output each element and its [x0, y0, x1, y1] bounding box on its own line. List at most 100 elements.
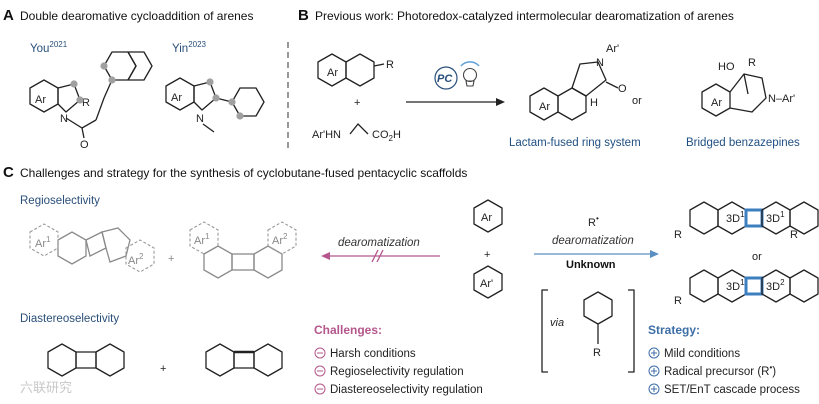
plus-circle-icon — [648, 383, 660, 395]
or-label: or — [632, 95, 642, 107]
product2-label: Bridged benzazepines — [686, 137, 800, 149]
ho-label: HO — [718, 61, 735, 73]
benzene-ring — [57, 231, 87, 265]
benzene-ring — [231, 87, 265, 117]
panel-c-letter: C — [3, 164, 14, 181]
plus-sign: + — [484, 249, 490, 261]
reactive-site-dot — [236, 112, 244, 120]
diastereomer-2 — [205, 343, 283, 377]
dashed-arene-ring — [29, 223, 59, 257]
n-label: N — [596, 57, 604, 69]
bond — [95, 97, 105, 121]
bond — [202, 123, 215, 133]
amino-acid-reactant: Ar'HN CO2H — [312, 123, 401, 143]
3d1-label: 3D1 — [726, 210, 745, 225]
dashed-arene-ring — [125, 239, 155, 273]
h-label: H — [590, 97, 598, 109]
or-label: or — [752, 251, 762, 263]
ring — [789, 269, 819, 303]
benzene-ring — [205, 343, 235, 377]
r-label: R — [82, 97, 90, 109]
lightbulb-icon — [460, 61, 480, 87]
ar2-label: Ar2 — [128, 252, 144, 267]
panel-c: C Challenges and strategy for the synthe… — [3, 164, 819, 396]
regioselectivity-label: Regioselectivity — [20, 195, 100, 207]
ar-label: Ar — [539, 101, 550, 113]
pyrrole-ring — [193, 81, 217, 111]
dashed-arene-ring — [189, 221, 219, 255]
benzene-ring — [95, 343, 125, 377]
benzene-ring — [253, 343, 283, 377]
strategy-item: SET/EnT cascade process — [648, 383, 800, 396]
plus-sign: + — [354, 97, 360, 109]
r-label: R — [674, 229, 682, 241]
cyclohexadiene-ring — [583, 291, 613, 325]
plus-circle-icon — [648, 347, 660, 359]
lactam-product: Ar N Ar' O H or — [529, 43, 642, 121]
3d1-label: 3D1 — [766, 210, 785, 225]
challenge-item: Diastereoselectivity regulation — [314, 383, 483, 396]
cyclobutane-square — [744, 208, 764, 228]
r-label: R — [790, 229, 798, 241]
cyclohexene-ring — [557, 87, 587, 121]
reactive-site-dot — [206, 78, 214, 86]
3d1-label: 3D1 — [726, 278, 745, 293]
reactive-site-dot — [228, 98, 236, 106]
product-3d1-3d1: 3D1 3D1 R R — [674, 201, 819, 241]
benzene-ring — [253, 245, 283, 279]
benzene-ring — [47, 343, 77, 377]
reactive-site-dot — [108, 76, 116, 84]
naphthalene-ring-2 — [127, 51, 153, 81]
panel-b-letter: B — [298, 7, 309, 24]
strategy-box: Strategy: Mild conditions Radical precur… — [648, 323, 800, 396]
right-bracket — [628, 289, 635, 373]
arrowhead — [650, 250, 659, 258]
ar2-label: Ar2 — [272, 232, 288, 247]
panel-a-letter: A — [3, 7, 14, 24]
ar1-label: Ar1 — [35, 235, 51, 250]
unknown-label: Unknown — [566, 259, 616, 271]
ring — [101, 227, 131, 263]
arrowhead — [496, 98, 505, 106]
cross-mark — [371, 249, 379, 263]
plus-sign: + — [160, 363, 166, 375]
plus-sign: + — [168, 253, 174, 265]
bond — [373, 63, 385, 67]
indole-naphthalene-structure: Ar N R O — [29, 51, 153, 151]
svg-text:Mild conditions: Mild conditions — [664, 348, 740, 360]
carbonyl-bond — [81, 127, 85, 139]
ar-label: Ar — [481, 212, 492, 224]
challenges-title: Challenges: — [314, 323, 382, 337]
bond — [65, 117, 83, 129]
indole-benzyl-structure: Ar N — [165, 77, 265, 133]
o-label: O — [618, 83, 627, 95]
ar-prime-label: Ar' — [606, 43, 619, 55]
svg-text:Radical precursor (R•): Radical precursor (R•) — [664, 363, 776, 378]
pyrrole-ring — [57, 83, 81, 113]
r-label: R — [674, 295, 682, 307]
arene-ring — [473, 199, 503, 233]
watermark: 六联研究 — [20, 380, 72, 395]
naphthalene-ring-1 — [103, 51, 137, 81]
r-label: R — [386, 59, 394, 71]
acid-label: CO2H — [372, 129, 401, 143]
ring — [689, 269, 719, 303]
via-intermediate: via R — [541, 289, 635, 373]
benzene-ring — [203, 245, 233, 279]
panel-a-title: Double dearomative cycloaddition of aren… — [20, 9, 253, 23]
dashed-arene-ring — [267, 221, 297, 255]
ar-label: Ar — [171, 92, 182, 104]
regio-isomer-1: Ar1 Ar2 — [29, 223, 155, 273]
ar-prime-label: Ar' — [480, 278, 493, 290]
author-you: You2021 — [30, 40, 68, 55]
cyclobutane-square — [744, 276, 764, 296]
reactive-site-dot — [100, 62, 108, 70]
ring — [789, 201, 819, 235]
challenges-box: Challenges: Harsh conditions Regioselect… — [314, 323, 483, 396]
left-bracket — [541, 289, 548, 373]
diastereomer-1 — [47, 343, 125, 377]
cyclobutane-ring — [231, 253, 255, 271]
arene-ring — [473, 265, 503, 299]
product-3d1-3d2: 3D1 3D2 R — [674, 269, 819, 307]
carbonyl-bond — [605, 81, 619, 89]
